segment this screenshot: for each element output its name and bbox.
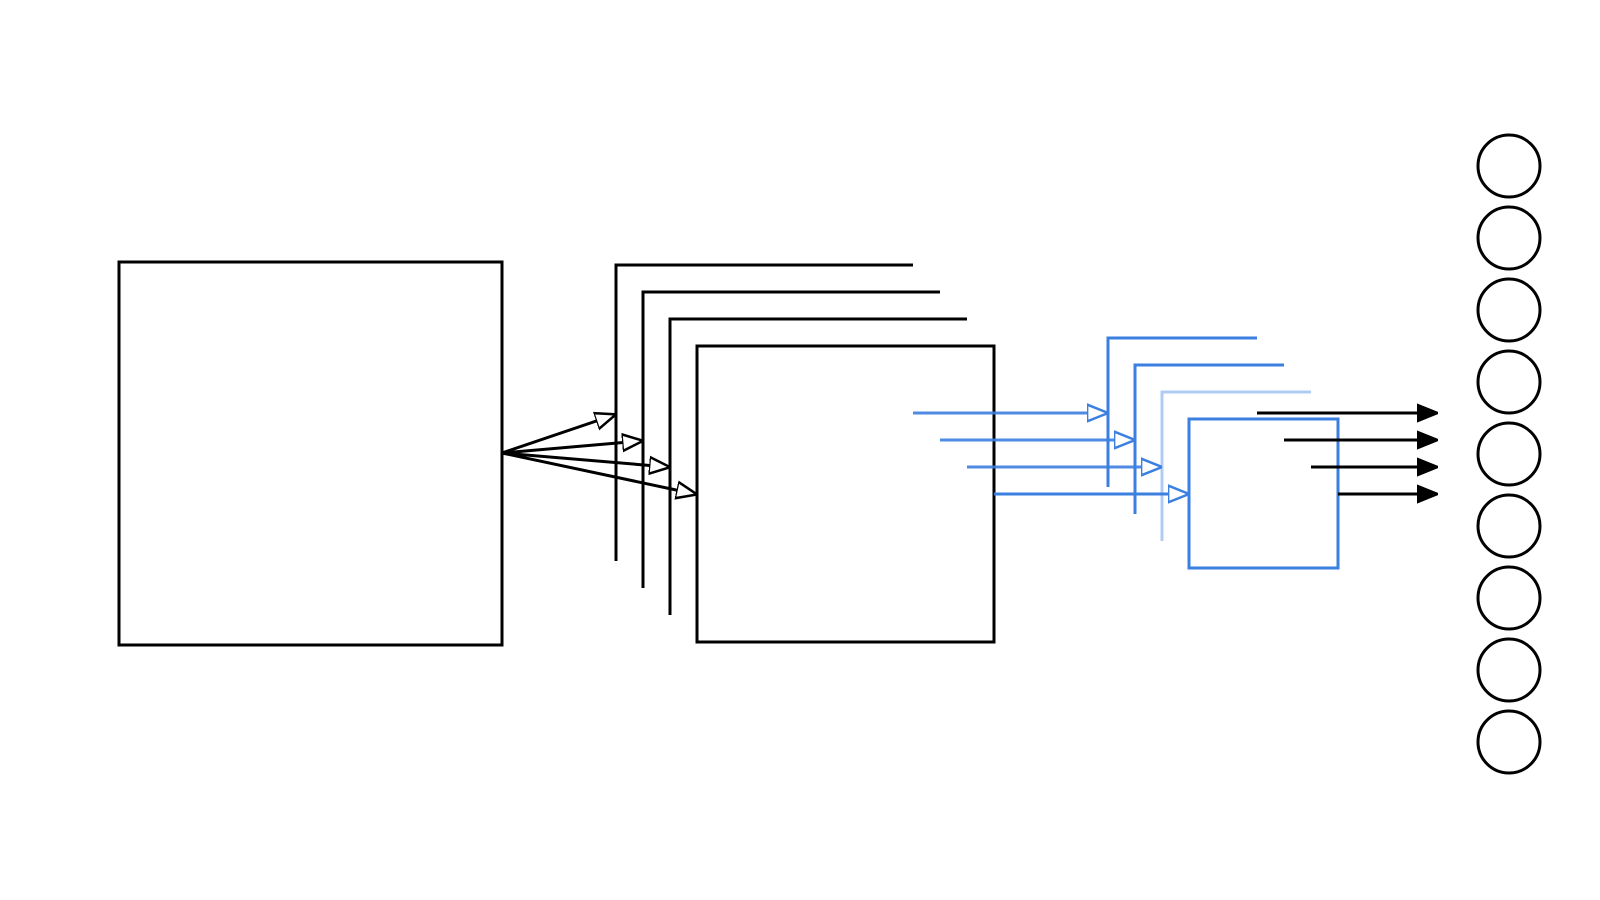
pool-to-output-arrows — [1257, 413, 1436, 494]
output-neuron-4 — [1476, 349, 1542, 415]
input-layer — [117, 260, 504, 647]
conv-layer — [614, 263, 996, 644]
output-neuron-8 — [1476, 637, 1542, 703]
output-neuron-5 — [1476, 421, 1542, 487]
output-neuron-2 — [1476, 205, 1542, 271]
output-neuron-3 — [1476, 277, 1542, 343]
output-neuron-7 — [1476, 565, 1542, 631]
arrow-input-conv-2 — [501, 441, 641, 455]
pool-map-2 — [1133, 363, 1286, 516]
pool-map-1 — [1106, 336, 1259, 489]
output-neuron-1 — [1476, 133, 1542, 199]
pool-layer — [1106, 336, 1340, 570]
conv-map-1 — [614, 263, 915, 563]
input-to-conv-arrows — [501, 415, 695, 494]
output-layer — [1476, 133, 1542, 775]
conv-map-2 — [641, 290, 942, 590]
conv-to-pool-arrows — [913, 413, 1187, 494]
arrow-input-conv-4 — [501, 451, 695, 494]
conv-map-4 — [695, 344, 996, 644]
output-neuron-6 — [1476, 493, 1542, 559]
arrow-input-conv-1 — [501, 415, 614, 455]
output-neuron-9 — [1476, 709, 1542, 775]
arrow-input-conv-3 — [501, 451, 668, 467]
conv-map-3 — [668, 317, 969, 617]
